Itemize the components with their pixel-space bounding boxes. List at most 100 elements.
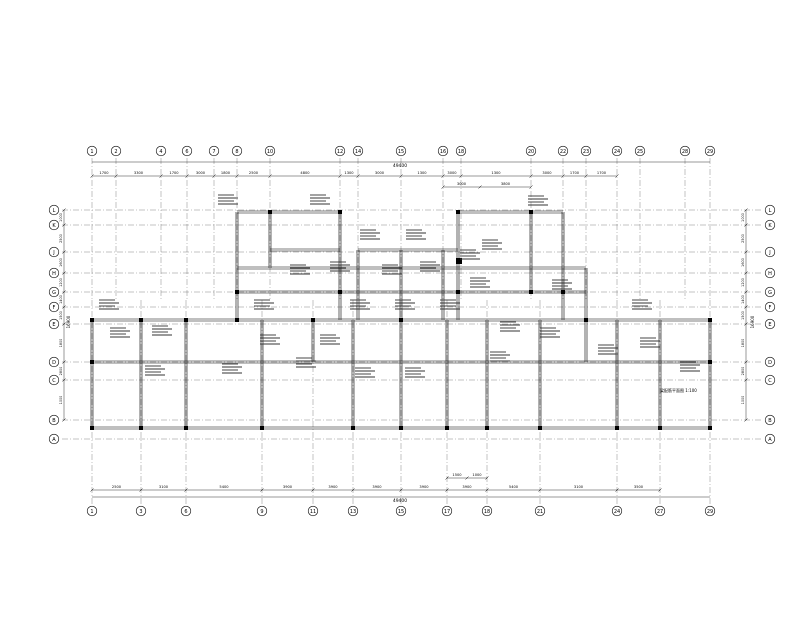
axis-bubble xyxy=(48,414,60,426)
axis-label: 24 xyxy=(614,509,620,515)
axis-bubble xyxy=(110,145,122,157)
axis-bubble xyxy=(48,219,60,231)
beam-outlines xyxy=(90,210,712,430)
bottom-dim-tick xyxy=(260,488,264,492)
axis-label: 21 xyxy=(537,509,543,515)
column xyxy=(311,318,315,322)
left-dim-label: 1200 xyxy=(59,278,63,287)
left-dim-tick xyxy=(62,208,66,212)
left-dim-label: 2800 xyxy=(59,367,63,376)
top-dim-tick xyxy=(185,174,189,178)
right-dim-tick xyxy=(744,360,748,364)
top-dim-label: 3000 xyxy=(542,171,552,175)
axis-label: E xyxy=(52,322,55,328)
axis-bubble xyxy=(764,204,776,216)
top-total-dimension: 49400 xyxy=(393,163,407,169)
axis-bubble xyxy=(764,301,776,313)
axis-label: E xyxy=(768,322,771,328)
column xyxy=(658,426,662,430)
bottom-dim-tick xyxy=(538,488,542,492)
axis-label: J xyxy=(768,250,770,256)
column xyxy=(139,318,143,322)
top-dim-label: 1300 xyxy=(344,171,354,175)
left-dim-tick xyxy=(62,322,66,326)
axis-label: G xyxy=(768,290,772,296)
axis-bubble xyxy=(455,145,467,157)
axis-bubble xyxy=(48,356,60,368)
bottom-dim-tick xyxy=(658,488,662,492)
axis-bubble xyxy=(704,505,716,517)
bottom-dim-label: 3900 xyxy=(283,485,293,489)
column xyxy=(90,426,94,430)
column xyxy=(351,426,355,430)
bottom-dim-tick xyxy=(139,488,143,492)
bottom-total-dimension: 49400 xyxy=(393,498,407,504)
top-dim2-tick xyxy=(441,185,445,189)
top-dim-label: 1700 xyxy=(570,171,580,175)
axis-grid-lines xyxy=(62,158,762,505)
axis-label: 25 xyxy=(637,149,643,155)
axis-bubble xyxy=(611,505,623,517)
axis-bubble xyxy=(525,145,537,157)
right-dim-tick xyxy=(744,322,748,326)
axis-bubble xyxy=(764,286,776,298)
bottom-dim-tick xyxy=(445,488,449,492)
top-dim-label: 1700 xyxy=(169,171,179,175)
column xyxy=(235,318,239,322)
axis-bubble xyxy=(764,433,776,445)
left-dim-tick xyxy=(62,250,66,254)
left-total-dimension: 16900 xyxy=(66,315,71,328)
column xyxy=(708,360,712,364)
axis-bubble xyxy=(155,145,167,157)
bottom-dim-tick xyxy=(485,488,489,492)
column xyxy=(485,426,489,430)
top-dim-tick xyxy=(356,174,360,178)
left-dim-tick xyxy=(62,360,66,364)
axis-bubble xyxy=(764,318,776,330)
axis-label: 15 xyxy=(398,509,404,515)
top-dim-tick xyxy=(441,174,445,178)
axis-bubble xyxy=(334,145,346,157)
top-dim2-tick xyxy=(478,185,482,189)
axis-label: 7 xyxy=(212,149,215,155)
left-dim-tick xyxy=(62,305,66,309)
bottom-dim-tick xyxy=(90,488,94,492)
axis-bubble xyxy=(135,505,147,517)
axis-label: 12 xyxy=(337,149,343,155)
column xyxy=(338,210,342,214)
axis-label: K xyxy=(768,223,772,229)
axis-bubble xyxy=(764,374,776,386)
bottom-dim-tick xyxy=(399,488,403,492)
top-dim-tick xyxy=(90,174,94,178)
axis-label: L xyxy=(53,208,56,214)
axis-label: 18 xyxy=(484,509,490,515)
top-dim-label: 1300 xyxy=(491,171,501,175)
top-dim-tick xyxy=(459,174,463,178)
right-dim-label: 1400 xyxy=(741,295,745,304)
axis-label: 28 xyxy=(682,149,688,155)
column xyxy=(538,426,542,430)
column xyxy=(90,318,94,322)
axis-bubble xyxy=(764,414,776,426)
left-dim-label: 1600 xyxy=(59,258,63,267)
top-dim-tick xyxy=(584,174,588,178)
right-dim-tick xyxy=(744,305,748,309)
right-dim-label: 2500 xyxy=(741,234,745,243)
axis-bubble xyxy=(764,267,776,279)
axis-bubble xyxy=(654,505,666,517)
axis-label: D xyxy=(52,360,56,366)
column xyxy=(399,426,403,430)
axis-label: B xyxy=(52,418,56,424)
axis-bubble xyxy=(764,356,776,368)
right-dim-tick xyxy=(744,418,748,422)
axis-bubble xyxy=(256,505,268,517)
column xyxy=(561,290,565,294)
axis-label: A xyxy=(768,437,772,443)
top-dim2-tick xyxy=(529,185,533,189)
axis-bubble xyxy=(395,145,407,157)
bottom-small-dim-label: 1500 xyxy=(452,473,462,477)
left-dim-tick xyxy=(62,271,66,275)
axis-bubble xyxy=(48,246,60,258)
